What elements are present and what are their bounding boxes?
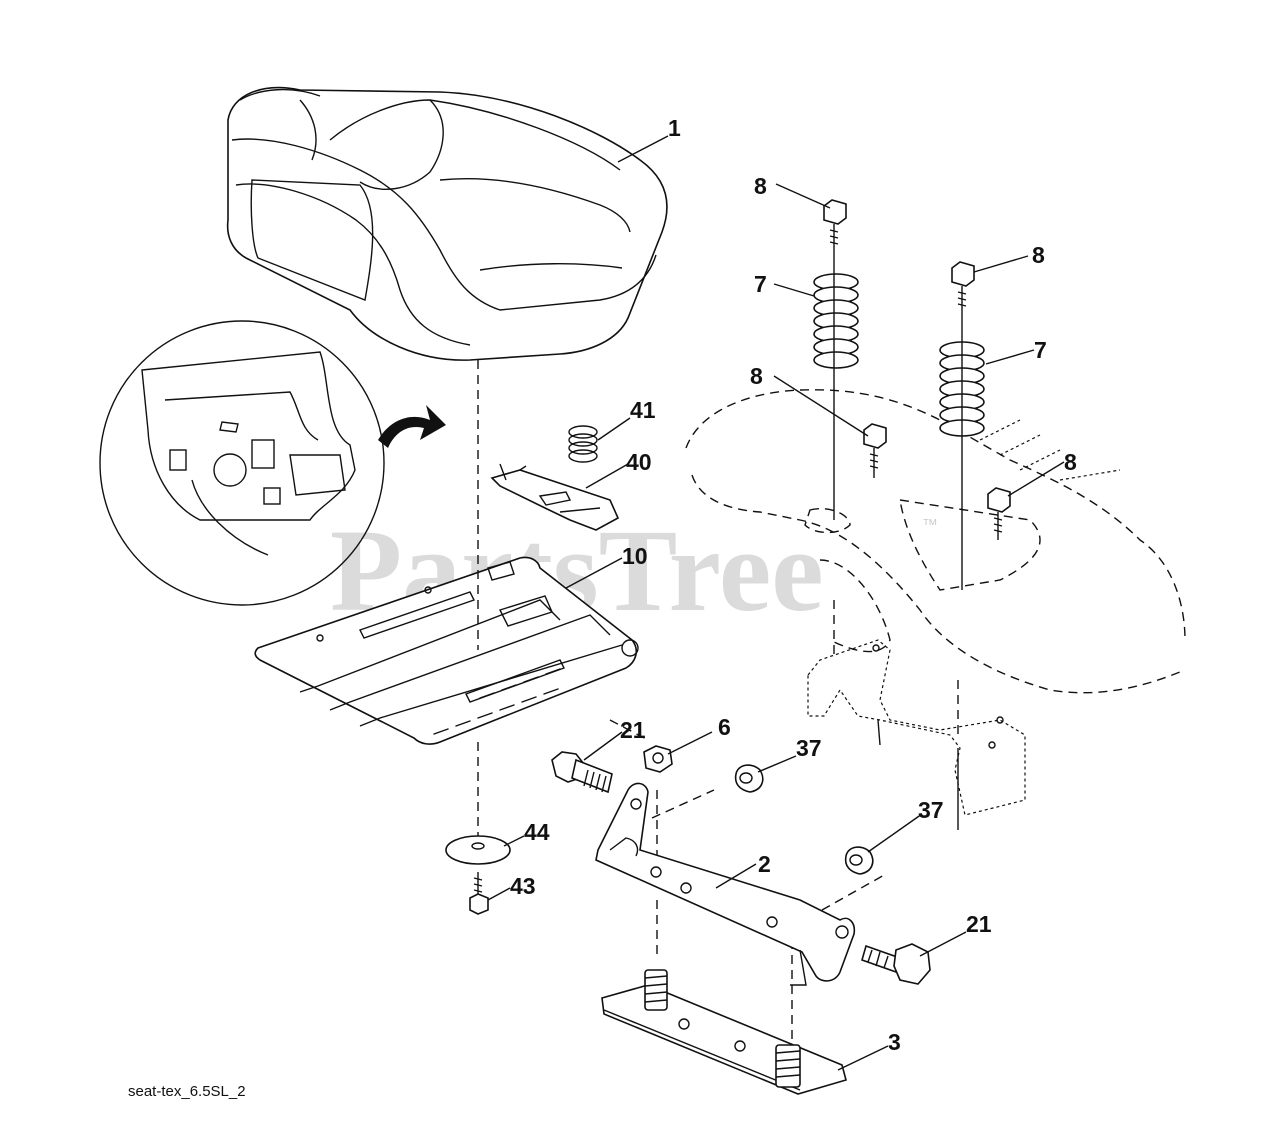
bushing-a-part[interactable] [734, 764, 764, 793]
small-spring-part[interactable] [568, 425, 598, 463]
callout-2: 2 [758, 851, 771, 877]
callout-7-left: 7 [754, 271, 767, 297]
callout-44: 44 [524, 819, 550, 845]
washer-part[interactable] [445, 835, 511, 865]
bolt-c-part[interactable] [863, 423, 887, 478]
leader-lines [487, 135, 1065, 1071]
callout-40: 40 [626, 449, 652, 475]
callout-8-a: 8 [754, 173, 767, 199]
callout-37-b: 37 [918, 797, 944, 823]
clip-part[interactable] [490, 463, 620, 531]
callout-21-left: 21 [620, 717, 646, 743]
callout-8-c: 8 [750, 363, 763, 389]
watermark-trademark: ™ [922, 517, 938, 534]
base-plate-part[interactable] [601, 969, 847, 1095]
callout-6: 6 [718, 714, 731, 740]
seat-pan-slot-row [433, 668, 561, 735]
callout-10: 10 [622, 543, 648, 569]
rotation-arrow-icon [378, 405, 446, 448]
callout-43: 43 [510, 873, 536, 899]
callout-1: 1 [668, 115, 681, 141]
bolt-b-part[interactable] [951, 261, 975, 316]
callout-37-a: 37 [796, 735, 822, 761]
bolt-right-part[interactable] [861, 943, 931, 985]
callout-labels: 1 2 3 6 7 7 8 8 8 8 10 21 21 37 37 40 41… [510, 115, 1077, 1055]
callout-8-d: 8 [1064, 449, 1077, 475]
nut-part[interactable] [643, 745, 673, 773]
seat-pan-part[interactable] [254, 556, 639, 745]
bolt-left-part[interactable] [551, 751, 613, 794]
callout-3: 3 [888, 1029, 901, 1055]
bracket-part[interactable] [595, 782, 856, 986]
detail-inset [99, 320, 385, 606]
bushing-b-part[interactable] [844, 846, 874, 875]
bolt-a-part[interactable] [823, 199, 847, 252]
callout-8-b: 8 [1032, 242, 1045, 268]
assembly-lines [477, 252, 963, 1040]
seat-part[interactable] [226, 86, 668, 361]
callout-7-right: 7 [1034, 337, 1047, 363]
spring-left-part[interactable] [813, 273, 859, 369]
mower-deck-outline [685, 389, 1186, 694]
diagram-caption: seat-tex_6.5SL_2 [128, 1083, 246, 1100]
bolt-d-part[interactable] [987, 487, 1011, 540]
callout-21-right: 21 [966, 911, 992, 937]
deck-bracket [807, 639, 1026, 830]
screw-part[interactable] [469, 872, 489, 915]
callout-41: 41 [630, 397, 656, 423]
